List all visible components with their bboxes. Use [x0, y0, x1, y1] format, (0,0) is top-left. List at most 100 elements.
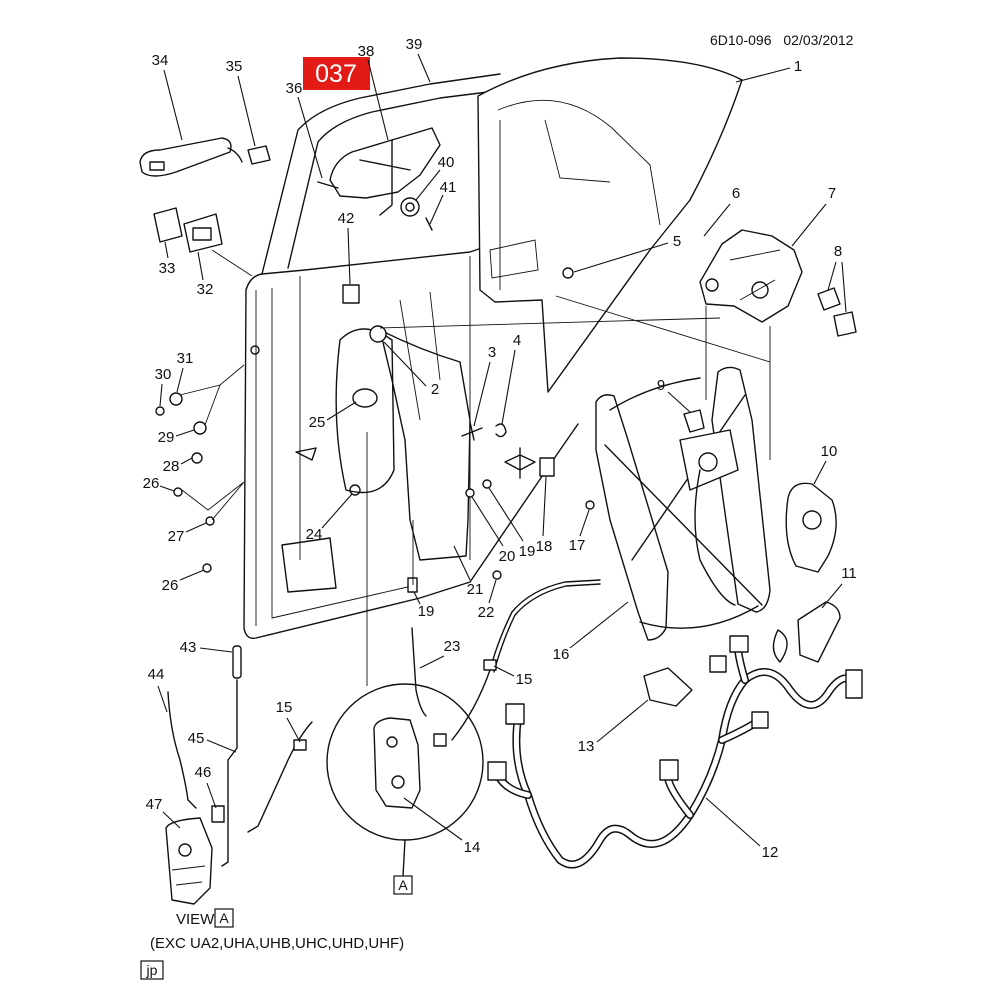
glass-channel — [497, 99, 661, 226]
leader-line — [569, 601, 629, 649]
leader-line — [403, 797, 463, 841]
leader-line — [175, 429, 195, 437]
latch-ratchet — [751, 281, 769, 299]
detail-leader — [402, 839, 406, 877]
harness-bracket — [643, 667, 693, 707]
callout-28: 28 — [163, 458, 180, 475]
leader-line — [199, 647, 233, 653]
callout-1: 1 — [794, 58, 802, 75]
leader-line — [573, 242, 669, 273]
callout-38: 38 — [358, 43, 375, 60]
footer-tag: jp — [140, 960, 164, 980]
leader-line — [827, 261, 847, 313]
regulator-pivot — [698, 452, 718, 472]
leader-line — [164, 241, 169, 259]
callout-43: 43 — [180, 639, 197, 656]
harness-branches — [495, 647, 763, 818]
rod-end — [232, 645, 242, 679]
callout-46: 46 — [195, 764, 212, 781]
leader-line — [419, 655, 445, 669]
callout-32: 32 — [197, 281, 214, 298]
leader-line — [453, 545, 471, 581]
release-cable-line — [451, 579, 601, 741]
hinge-washer — [193, 421, 207, 435]
grommet-seal — [772, 629, 788, 663]
glass-inner-edge — [499, 119, 611, 290]
door-inner-panel-edge — [299, 256, 471, 560]
handle-gasket — [247, 145, 271, 165]
harness-connector-a — [505, 703, 525, 725]
lower-latch-pivot — [178, 843, 192, 857]
harness-connector-c — [659, 759, 679, 781]
wire-clip — [539, 457, 555, 477]
cable-nut — [492, 570, 502, 580]
harness-connector-b — [487, 761, 507, 781]
part-badge-label: 037 — [315, 60, 357, 88]
rod-link — [317, 139, 411, 216]
harness-connector-f — [845, 669, 863, 699]
leader-line — [596, 699, 649, 743]
leader-line — [705, 797, 761, 847]
leader-line — [429, 194, 444, 225]
leader-line — [185, 522, 207, 533]
bezel-opening — [192, 227, 212, 241]
callout-4: 4 — [513, 332, 521, 349]
callout-26-lower: 26 — [162, 577, 179, 594]
locking-rod — [221, 679, 238, 867]
lock-cylinder-core — [405, 202, 415, 212]
rod-clip-lower — [211, 805, 225, 823]
motor-group — [772, 482, 841, 663]
diagram-date: 02/03/2012 — [783, 32, 853, 48]
leader-line — [176, 367, 184, 393]
view-caption: VIEW A (EXC UA2,UHA,UHB,UHC,UHD,UHF) — [150, 908, 404, 952]
lower-left-assembly — [165, 645, 313, 905]
wiring-harness — [487, 635, 863, 869]
window-frame-inner — [287, 91, 489, 269]
leader-line — [493, 665, 515, 677]
window-regulator — [595, 366, 771, 641]
diagram-code-id: 6D10-096 — [710, 32, 772, 48]
outside-handle-group — [139, 137, 271, 277]
fastener-guide-lower — [181, 481, 245, 521]
leader-line — [735, 67, 791, 83]
latch-group — [379, 229, 857, 460]
leader-line — [791, 203, 827, 247]
bracket-star — [504, 447, 536, 479]
callout-47: 47 — [146, 796, 163, 813]
bezel-guide-line — [211, 249, 253, 277]
leader-line — [206, 782, 217, 809]
lower-pocket — [281, 537, 337, 593]
lock-rods-upper — [317, 127, 441, 231]
leader-line — [157, 685, 168, 713]
leader-line — [488, 487, 524, 542]
door-latch — [699, 229, 803, 323]
panel-nut — [482, 479, 492, 489]
retainer-clip — [425, 217, 433, 231]
hinge-spacer — [191, 452, 203, 464]
callout-14: 14 — [464, 839, 481, 856]
fasteners-left — [155, 364, 245, 573]
handle-wire — [227, 147, 243, 163]
window-frame-outer — [261, 73, 501, 275]
release-cable — [366, 432, 601, 741]
part-badge — [303, 57, 370, 90]
regulator-motor — [785, 482, 837, 573]
harness-connector-d — [751, 711, 769, 729]
inner-small-parts — [407, 421, 595, 593]
lock-rod — [411, 627, 427, 717]
callout-30: 30 — [155, 366, 172, 383]
callout-20: 20 — [499, 548, 516, 565]
detail-ref-box — [393, 875, 413, 895]
regulator-rail-left — [595, 394, 669, 641]
latch-detail-view: A — [326, 683, 484, 895]
callout-5: 5 — [673, 233, 681, 250]
leader-line — [237, 75, 256, 147]
leader-line — [326, 401, 357, 421]
harness-main-outline — [512, 668, 860, 869]
inside-lock-rod — [167, 691, 197, 809]
callout-40: 40 — [438, 154, 455, 171]
leader-line — [579, 509, 590, 537]
hinge-hole — [250, 345, 260, 355]
callout-17: 17 — [569, 537, 586, 554]
